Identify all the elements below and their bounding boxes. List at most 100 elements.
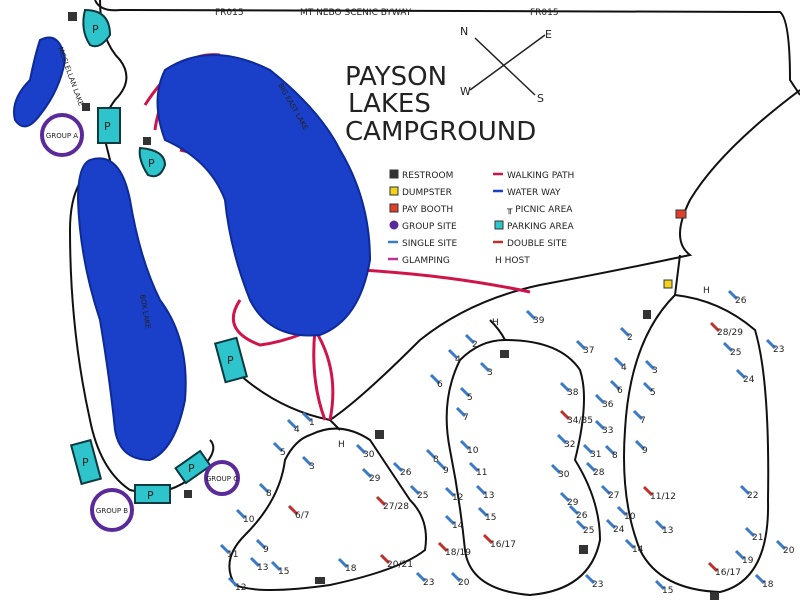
single-site-marker[interactable]: [605, 518, 617, 530]
campsite-8[interactable]: 8: [433, 455, 439, 465]
campsite-16-17[interactable]: 16/17: [490, 540, 516, 550]
single-site-marker[interactable]: [301, 411, 313, 423]
single-site-marker[interactable]: [754, 573, 766, 585]
single-site-marker[interactable]: [550, 463, 562, 475]
single-site-marker[interactable]: [479, 361, 491, 373]
campsite-12[interactable]: 12: [235, 583, 246, 593]
campsite-5[interactable]: 5: [467, 393, 473, 403]
campsite-13[interactable]: 13: [483, 491, 494, 501]
campsite-24[interactable]: 24: [743, 375, 755, 385]
campsite-14[interactable]: 14: [452, 521, 464, 531]
single-site-marker[interactable]: [459, 386, 471, 398]
campsite-12[interactable]: 12: [452, 493, 463, 503]
single-site-marker[interactable]: [594, 393, 606, 405]
single-site-marker[interactable]: [556, 433, 568, 445]
campsite-9[interactable]: 9: [642, 446, 648, 456]
campsite-11[interactable]: 11: [476, 468, 487, 478]
double-site-marker[interactable]: [709, 321, 721, 333]
campsite-3[interactable]: 3: [309, 462, 315, 472]
single-site-marker[interactable]: [464, 333, 476, 345]
single-site-marker[interactable]: [744, 526, 756, 538]
single-site-marker[interactable]: [409, 484, 421, 496]
single-site-marker[interactable]: [286, 418, 298, 430]
single-site-marker[interactable]: [425, 448, 437, 460]
single-site-marker[interactable]: [459, 439, 471, 451]
campsite-15[interactable]: 15: [485, 513, 496, 523]
campsite-34-35[interactable]: 34/35: [567, 416, 593, 426]
campsite-2[interactable]: 2: [472, 340, 478, 350]
single-site-marker[interactable]: [392, 461, 404, 473]
campsite-26[interactable]: 26: [735, 296, 747, 306]
single-site-marker[interactable]: [468, 461, 480, 473]
single-site-marker[interactable]: [559, 491, 571, 503]
group-site-b[interactable]: [90, 488, 134, 532]
single-site-marker[interactable]: [249, 556, 261, 568]
campsite-3[interactable]: 3: [652, 366, 658, 376]
campsite-13[interactable]: 13: [257, 563, 268, 573]
campsite-9[interactable]: 9: [443, 466, 449, 476]
single-site-marker[interactable]: [447, 348, 459, 360]
single-site-marker[interactable]: [568, 504, 580, 516]
campsite-38[interactable]: 38: [567, 388, 579, 398]
campsite-29[interactable]: 29: [567, 498, 579, 508]
campsite-33[interactable]: 33: [602, 426, 613, 436]
campsite-1[interactable]: 1: [309, 418, 315, 428]
single-site-marker[interactable]: [444, 514, 456, 526]
campsite-25[interactable]: 25: [583, 526, 594, 536]
single-site-marker[interactable]: [735, 368, 747, 380]
single-site-marker[interactable]: [654, 579, 666, 591]
campsite-11-12[interactable]: 11/12: [650, 492, 676, 502]
single-site-marker[interactable]: [444, 486, 456, 498]
campsite-18[interactable]: 18: [762, 580, 774, 590]
single-site-marker[interactable]: [415, 571, 427, 583]
campsite-11[interactable]: 11: [227, 550, 238, 560]
single-site-marker[interactable]: [613, 356, 625, 368]
single-site-marker[interactable]: [258, 482, 270, 494]
single-site-marker[interactable]: [722, 341, 734, 353]
single-site-marker[interactable]: [270, 560, 282, 572]
single-site-marker[interactable]: [654, 519, 666, 531]
campsite-7[interactable]: 7: [463, 413, 469, 423]
double-site-marker[interactable]: [707, 561, 719, 573]
campsite-23[interactable]: 23: [423, 578, 434, 588]
campsite-15[interactable]: 15: [662, 586, 673, 596]
single-site-marker[interactable]: [624, 538, 636, 550]
campsite-10[interactable]: 10: [624, 512, 636, 522]
double-site-marker[interactable]: [437, 541, 449, 553]
campsite-22[interactable]: 22: [747, 491, 758, 501]
campsite-28-29[interactable]: 28/29: [717, 328, 743, 338]
campsite-8[interactable]: 8: [612, 451, 618, 461]
campsite-4[interactable]: 4: [294, 425, 300, 435]
campsite-36[interactable]: 36: [602, 400, 614, 410]
double-site-marker[interactable]: [287, 504, 299, 516]
host-label[interactable]: H: [338, 440, 345, 450]
single-site-marker[interactable]: [632, 409, 644, 421]
campsite-25[interactable]: 25: [730, 348, 741, 358]
single-site-marker[interactable]: [765, 338, 777, 350]
campsite-14[interactable]: 14: [632, 545, 644, 555]
single-site-marker[interactable]: [594, 419, 606, 431]
single-site-marker[interactable]: [619, 326, 631, 338]
campsite-31[interactable]: 31: [590, 450, 601, 460]
campsite-30[interactable]: 30: [558, 470, 570, 480]
double-site-marker[interactable]: [375, 495, 387, 507]
host-label[interactable]: H: [703, 286, 710, 296]
single-site-marker[interactable]: [734, 549, 746, 561]
single-site-marker[interactable]: [525, 309, 537, 321]
single-site-marker[interactable]: [255, 538, 267, 550]
campsite-18[interactable]: 18: [345, 564, 357, 574]
single-site-marker[interactable]: [775, 539, 787, 551]
single-site-marker[interactable]: [337, 557, 349, 569]
single-site-marker[interactable]: [600, 484, 612, 496]
group-site-c[interactable]: [204, 460, 240, 496]
campsite-21[interactable]: 21: [752, 533, 763, 543]
campsite-6-7[interactable]: 6/7: [295, 511, 309, 521]
campsite-23[interactable]: 23: [592, 580, 603, 590]
single-site-marker[interactable]: [584, 573, 596, 585]
double-site-marker[interactable]: [379, 553, 391, 565]
single-site-marker[interactable]: [429, 373, 441, 385]
double-site-marker[interactable]: [642, 485, 654, 497]
single-site-marker[interactable]: [361, 467, 373, 479]
single-site-marker[interactable]: [604, 444, 616, 456]
campsite-3[interactable]: 3: [487, 368, 493, 378]
